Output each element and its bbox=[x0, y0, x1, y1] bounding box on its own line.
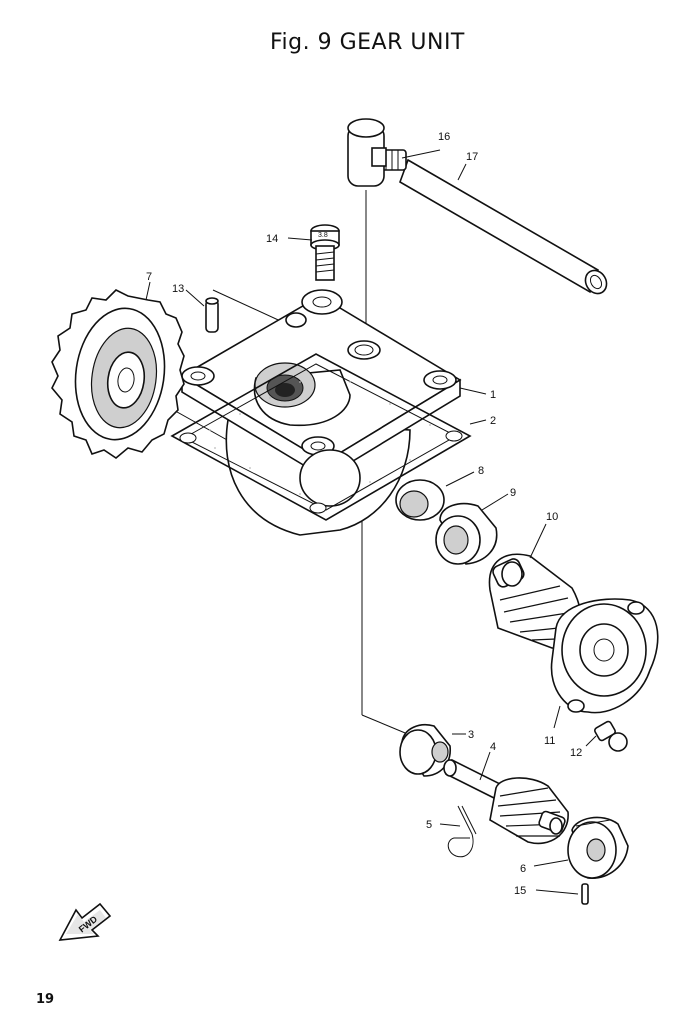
part-3-bushing bbox=[399, 724, 451, 777]
centerline-lower-bend bbox=[361, 714, 411, 736]
part-15-pin bbox=[581, 883, 589, 905]
callout-10: 10 bbox=[546, 511, 558, 523]
callout-4: 4 bbox=[490, 741, 496, 753]
callout-6: 6 bbox=[520, 863, 526, 875]
callout-3: 3 bbox=[468, 729, 474, 741]
part-9-bearing bbox=[435, 502, 498, 565]
callout-9: 9 bbox=[510, 487, 516, 499]
callout-15: 15 bbox=[514, 885, 526, 897]
callout-16: 16 bbox=[438, 131, 450, 143]
part-8-bushing bbox=[395, 479, 445, 521]
part-12-screw bbox=[594, 720, 628, 752]
part-1-housing bbox=[180, 289, 462, 536]
figure-title: Fig. 9 GEAR UNIT bbox=[270, 30, 465, 55]
part-13-pin bbox=[205, 297, 219, 333]
callout-2: 2 bbox=[490, 415, 496, 427]
part-17-tube bbox=[399, 158, 608, 295]
svg-text:3.8: 3.8 bbox=[318, 232, 328, 239]
callout-13: 13 bbox=[172, 283, 184, 295]
callout-7: 7 bbox=[146, 271, 152, 283]
page-number: 19 bbox=[36, 992, 55, 1007]
part-4-shaft-gear bbox=[443, 758, 569, 845]
callout-5: 5 bbox=[426, 819, 432, 831]
callout-1: 1 bbox=[490, 389, 496, 401]
part-2-gasket bbox=[170, 353, 472, 521]
part-5-cotter-pin bbox=[447, 805, 477, 858]
callout-17: 17 bbox=[466, 151, 478, 163]
part-7-gear bbox=[51, 289, 185, 459]
part-11-cover bbox=[550, 598, 659, 714]
leader-lines bbox=[145, 149, 597, 895]
part-14-bolt: 3.8 bbox=[310, 224, 340, 281]
callout-14: 14 bbox=[266, 233, 278, 245]
callout-labels: 16 17 14 13 7 1 2 8 9 10 11 12 3 4 5 6 1… bbox=[146, 131, 582, 897]
callout-8: 8 bbox=[478, 465, 484, 477]
callout-12: 12 bbox=[570, 747, 582, 759]
elbow-fitting bbox=[347, 118, 387, 187]
fwd-arrow-icon: FWD bbox=[58, 902, 112, 941]
callout-11: 11 bbox=[544, 735, 555, 747]
part-6-hub bbox=[567, 816, 629, 879]
